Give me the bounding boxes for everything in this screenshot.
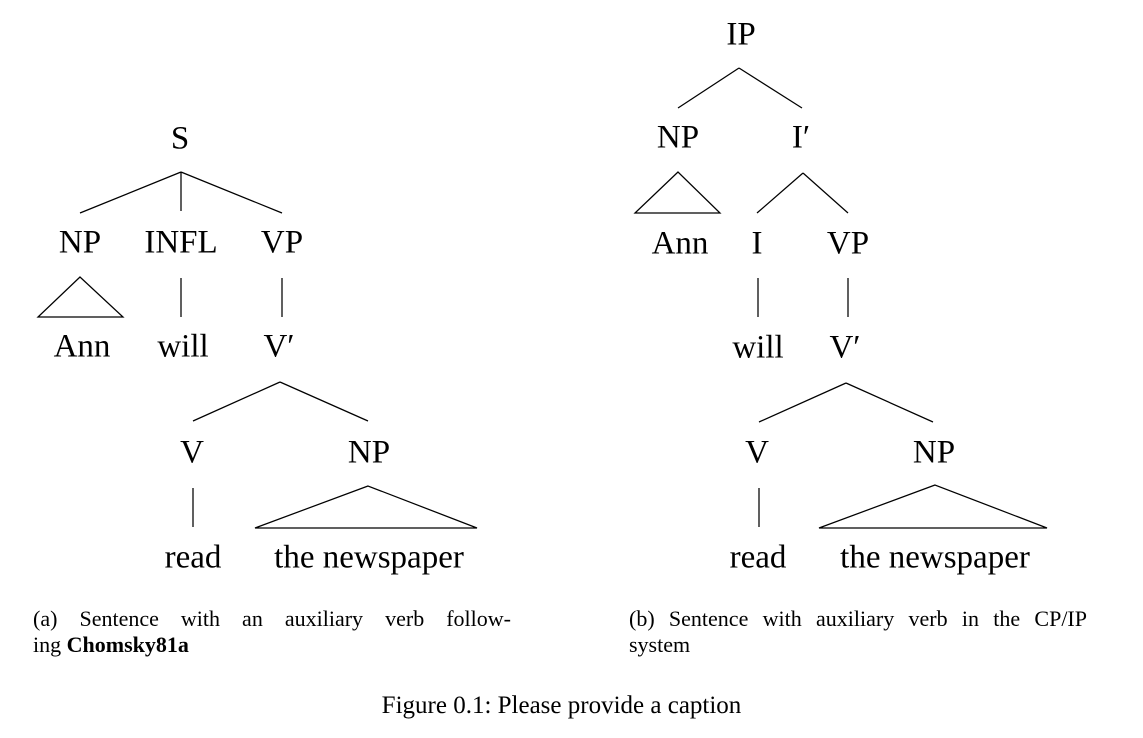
node-i-bar: I′ <box>791 119 811 156</box>
node-infl: INFL <box>144 224 218 261</box>
node-v-bar: V′ <box>829 329 861 366</box>
edge-vbar-v <box>758 382 847 423</box>
edge-vbar-v <box>192 381 281 422</box>
tree-b-edges <box>633 67 1048 529</box>
subcaption-b: (b) Sentence with auxiliary verb in the … <box>629 606 1087 658</box>
edge-ibar-vp <box>802 172 849 214</box>
leaf-will: will <box>732 329 784 366</box>
triangle-np-newspaper <box>818 484 1048 529</box>
edge-vbar-np <box>845 382 934 423</box>
edge-ip-ibar <box>738 67 803 109</box>
node-np-object: NP <box>347 434 391 471</box>
leaf-ann: Ann <box>53 328 111 365</box>
edge-vbar-np <box>279 381 369 422</box>
node-np-subject: NP <box>656 119 700 156</box>
triangle-np-newspaper <box>254 485 478 529</box>
subcaption-b-line2: system <box>629 632 691 657</box>
node-vp: VP <box>826 225 870 262</box>
citation-chomsky81a: Chomsky81a <box>66 632 189 657</box>
subcaption-a-line2: ing Chomsky81a <box>33 632 511 658</box>
node-s: S <box>170 120 190 157</box>
node-np-subject: NP <box>58 224 102 261</box>
figure-caption: Figure 0.1: Please provide a caption <box>381 692 742 719</box>
leaf-the-newspaper: the newspaper <box>274 539 464 576</box>
node-i: I <box>751 225 763 262</box>
edge-ip-np <box>677 67 740 109</box>
node-v: V <box>180 434 204 471</box>
edge-ibar-i <box>756 172 804 214</box>
leaf-read: read <box>164 539 222 576</box>
subcaption-a-line1: (a) Sentence with an auxiliary verb foll… <box>33 606 511 631</box>
edge-s-np <box>79 171 182 214</box>
edge-s-vp <box>180 171 283 214</box>
subcaption-b-line1: (b) Sentence with auxiliary verb in the … <box>629 606 1087 631</box>
leaf-the-newspaper: the newspaper <box>840 539 1030 576</box>
node-ip: IP <box>726 16 756 53</box>
subcaption-a: (a) Sentence with an auxiliary verb foll… <box>33 606 511 658</box>
tree-a-edges <box>36 171 478 529</box>
node-v-bar: V′ <box>263 328 295 365</box>
triangle-np-ann <box>633 171 722 214</box>
node-vp: VP <box>260 224 304 261</box>
node-np-object: NP <box>912 434 956 471</box>
subcaption-a-line2-text: ing <box>33 632 67 657</box>
leaf-read: read <box>729 539 787 576</box>
leaf-ann: Ann <box>651 225 709 262</box>
triangle-np-ann <box>36 276 125 318</box>
leaf-will: will <box>157 328 209 365</box>
node-v: V <box>745 434 769 471</box>
